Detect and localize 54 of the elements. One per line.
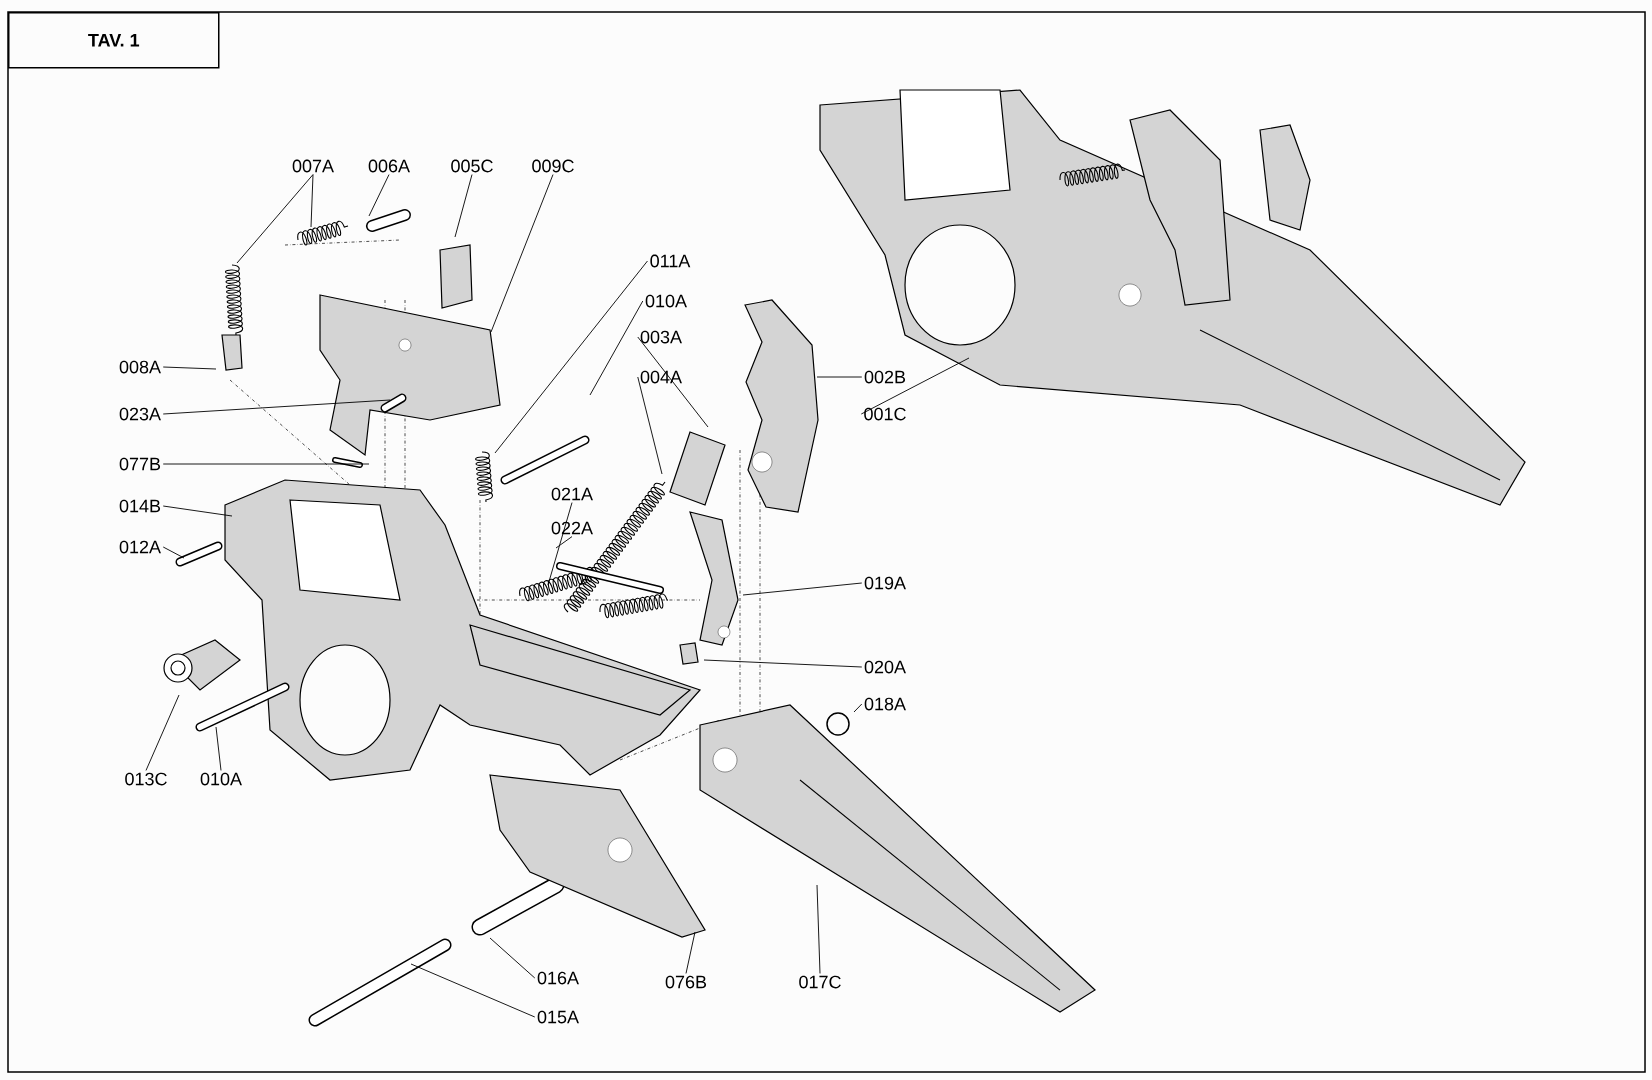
leader-line: [310, 174, 314, 228]
part-number: 010A: [645, 294, 687, 308]
leader-line: [685, 931, 696, 974]
leader-line: [162, 505, 233, 517]
part-number: 014B: [119, 499, 161, 513]
leader-line: [162, 399, 391, 415]
part-number: 002B: [864, 370, 906, 384]
part-number: 020A: [864, 660, 906, 674]
leader-line: [236, 174, 314, 264]
leader-line: [860, 357, 970, 415]
leader-line: [490, 174, 554, 333]
leader-line: [489, 937, 536, 979]
leader-line: [742, 582, 863, 596]
part-number: 012A: [119, 540, 161, 554]
leader-line: [162, 366, 217, 370]
leader-line: [162, 463, 370, 465]
part-number: 009C: [532, 159, 574, 173]
part-number: 015A: [537, 1010, 579, 1024]
leader-line: [494, 260, 648, 454]
part-number: 019A: [864, 576, 906, 590]
leader-line: [145, 694, 180, 771]
leader-line: [555, 536, 573, 549]
leader-line: [454, 174, 473, 238]
leader-line: [215, 726, 222, 771]
part-number: 006A: [368, 159, 410, 173]
part-number: 008A: [119, 360, 161, 374]
leader-line: [368, 174, 390, 217]
part-number: 017C: [799, 975, 841, 989]
part-number: 007A: [292, 159, 334, 173]
part-number: 013C: [125, 772, 167, 786]
leader-line: [162, 546, 185, 559]
leader-line: [589, 300, 644, 396]
part-number: 023A: [119, 407, 161, 421]
leader-line: [637, 336, 709, 428]
part-number: 003A: [640, 330, 682, 344]
part-number: 077B: [119, 457, 161, 471]
leader-line: [816, 376, 863, 378]
part-number: 011A: [650, 254, 691, 268]
part-number: 018A: [864, 697, 906, 711]
part-number: 010A: [200, 772, 242, 786]
title-box: TAV. 1: [8, 12, 220, 69]
leader-line: [816, 884, 821, 974]
leader-line: [410, 963, 536, 1018]
part-number: 076B: [665, 975, 707, 989]
part-number: 022A: [551, 521, 593, 535]
leader-line: [853, 703, 863, 713]
leader-line: [547, 502, 573, 586]
part-number: 021A: [551, 487, 593, 501]
part-number: 005C: [451, 159, 493, 173]
part-number: 016A: [537, 971, 579, 985]
part-number: 001C: [864, 407, 906, 421]
leader-line: [637, 376, 663, 475]
leader-line: [703, 659, 863, 668]
part-number: 004A: [640, 370, 682, 384]
